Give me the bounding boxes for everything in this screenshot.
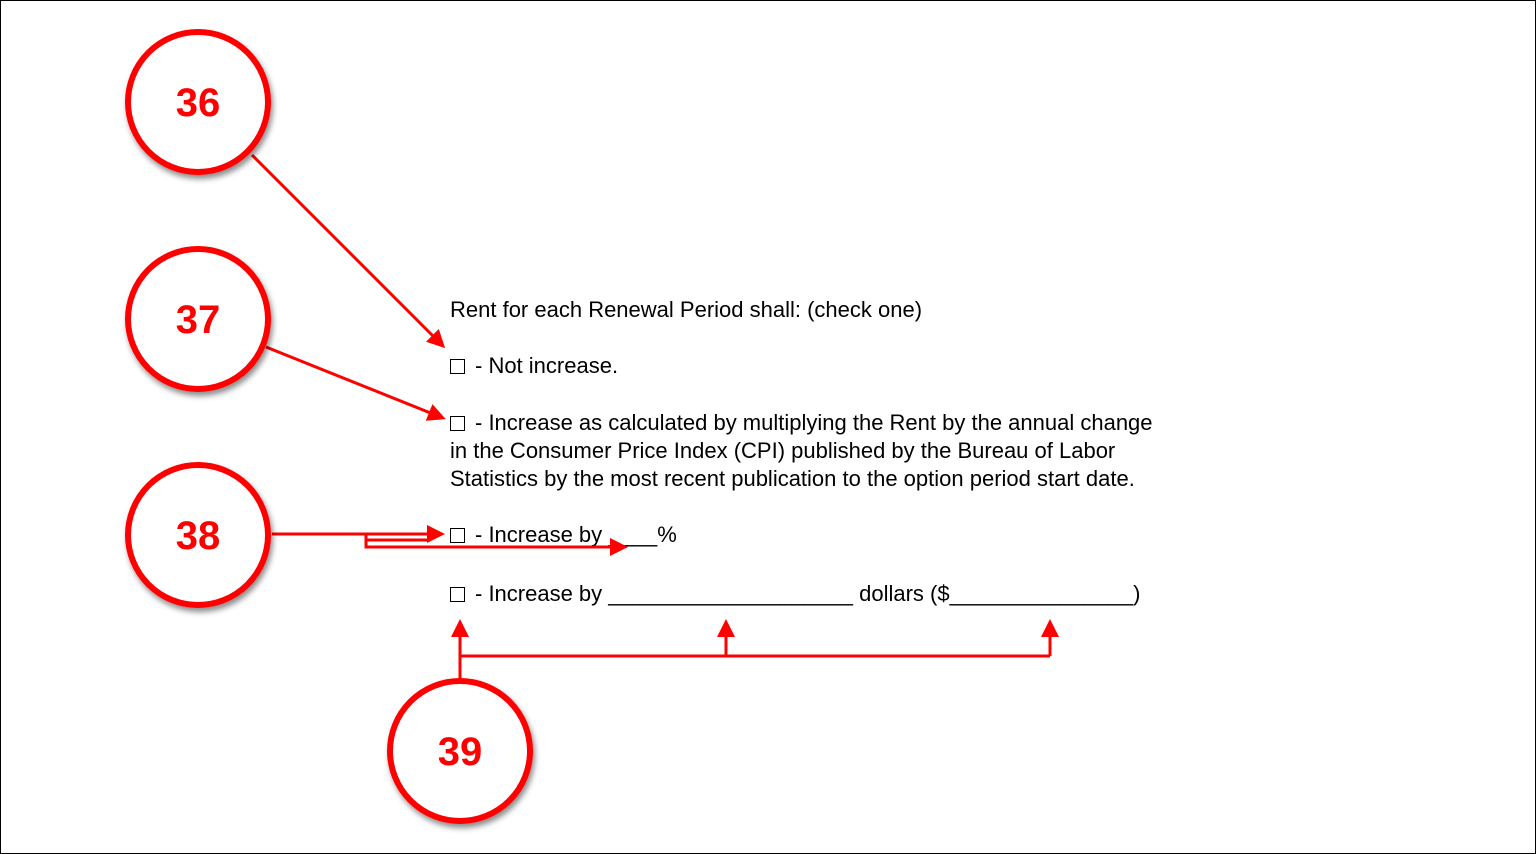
callout-38-label: 38	[176, 514, 221, 558]
checkbox-dollar-increase[interactable]	[450, 587, 465, 602]
checkbox-percent-increase[interactable]	[450, 528, 465, 543]
callout-38: 38	[125, 462, 271, 608]
callout-36-label: 36	[176, 81, 221, 125]
option-cpi-line-1: - Increase as calculated by multiplying …	[475, 410, 1153, 435]
checkbox-not-increase[interactable]	[450, 359, 465, 374]
renewal-rent-heading: Rent for each Renewal Period shall: (che…	[450, 297, 923, 322]
callout-37-label: 37	[176, 298, 221, 342]
callout-39: 39	[387, 678, 533, 824]
callout-36: 36	[125, 29, 271, 175]
option-not-increase: - Not increase.	[450, 353, 618, 379]
option-percent-text: - Increase by ____%	[475, 522, 677, 547]
option-percent-increase: - Increase by ____%	[450, 522, 677, 548]
arrow-36	[250, 153, 446, 349]
arrow-37	[265, 345, 446, 421]
callout-37: 37	[125, 246, 271, 392]
checkbox-cpi-increase[interactable]	[450, 416, 465, 431]
option-cpi-increase: - Increase as calculated by multiplying …	[450, 409, 1153, 493]
option-not-increase-text: - Not increase.	[475, 353, 619, 378]
option-dollar-increase: - Increase by ____________________ dolla…	[450, 581, 1140, 607]
arrow-38-blank	[364, 534, 628, 556]
bracket-39	[458, 654, 1050, 680]
option-cpi-line-2: in the Consumer Price Index (CPI) publis…	[450, 438, 1116, 463]
option-cpi-line-3: Statistics by the most recent publicatio…	[450, 466, 1135, 491]
callout-39-label: 39	[438, 730, 483, 774]
option-dollar-text: - Increase by ____________________ dolla…	[475, 581, 1141, 606]
